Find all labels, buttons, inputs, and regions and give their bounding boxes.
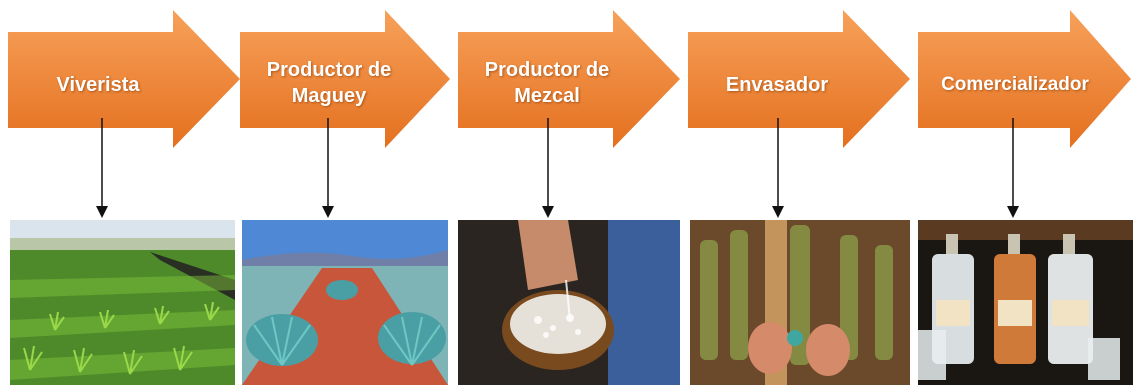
mezcal-gourd-photo xyxy=(458,220,680,385)
stage-label-productor-maguey: Productor de Maguey xyxy=(266,59,392,107)
mezcal-bottles-photo xyxy=(918,220,1133,385)
stage-label-envasador: Envasador xyxy=(725,74,829,96)
arrow-shape xyxy=(458,10,680,148)
stage-label-viverista: Viverista xyxy=(56,74,140,96)
agave-field-photo xyxy=(242,220,448,385)
stage-arrow-envasador xyxy=(688,10,910,148)
arrow-shape xyxy=(918,10,1131,148)
stage-arrow-productor-maguey xyxy=(240,10,450,148)
agave-nursery-photo xyxy=(10,220,235,385)
stage-arrow-productor-mezcal xyxy=(458,10,680,148)
stage-label-comercializador: Comercializador xyxy=(941,74,1089,95)
stage-arrow-viverista xyxy=(8,10,240,148)
bottling-photo xyxy=(690,220,910,385)
arrow-shape xyxy=(8,10,240,148)
stage-arrow-comercializador xyxy=(918,10,1131,148)
connector-arrows xyxy=(96,118,1019,218)
arrow-shape xyxy=(240,10,450,148)
arrow-shape xyxy=(688,10,910,148)
stage-label-productor-mezcal: Productor de Mezcal xyxy=(484,59,610,107)
